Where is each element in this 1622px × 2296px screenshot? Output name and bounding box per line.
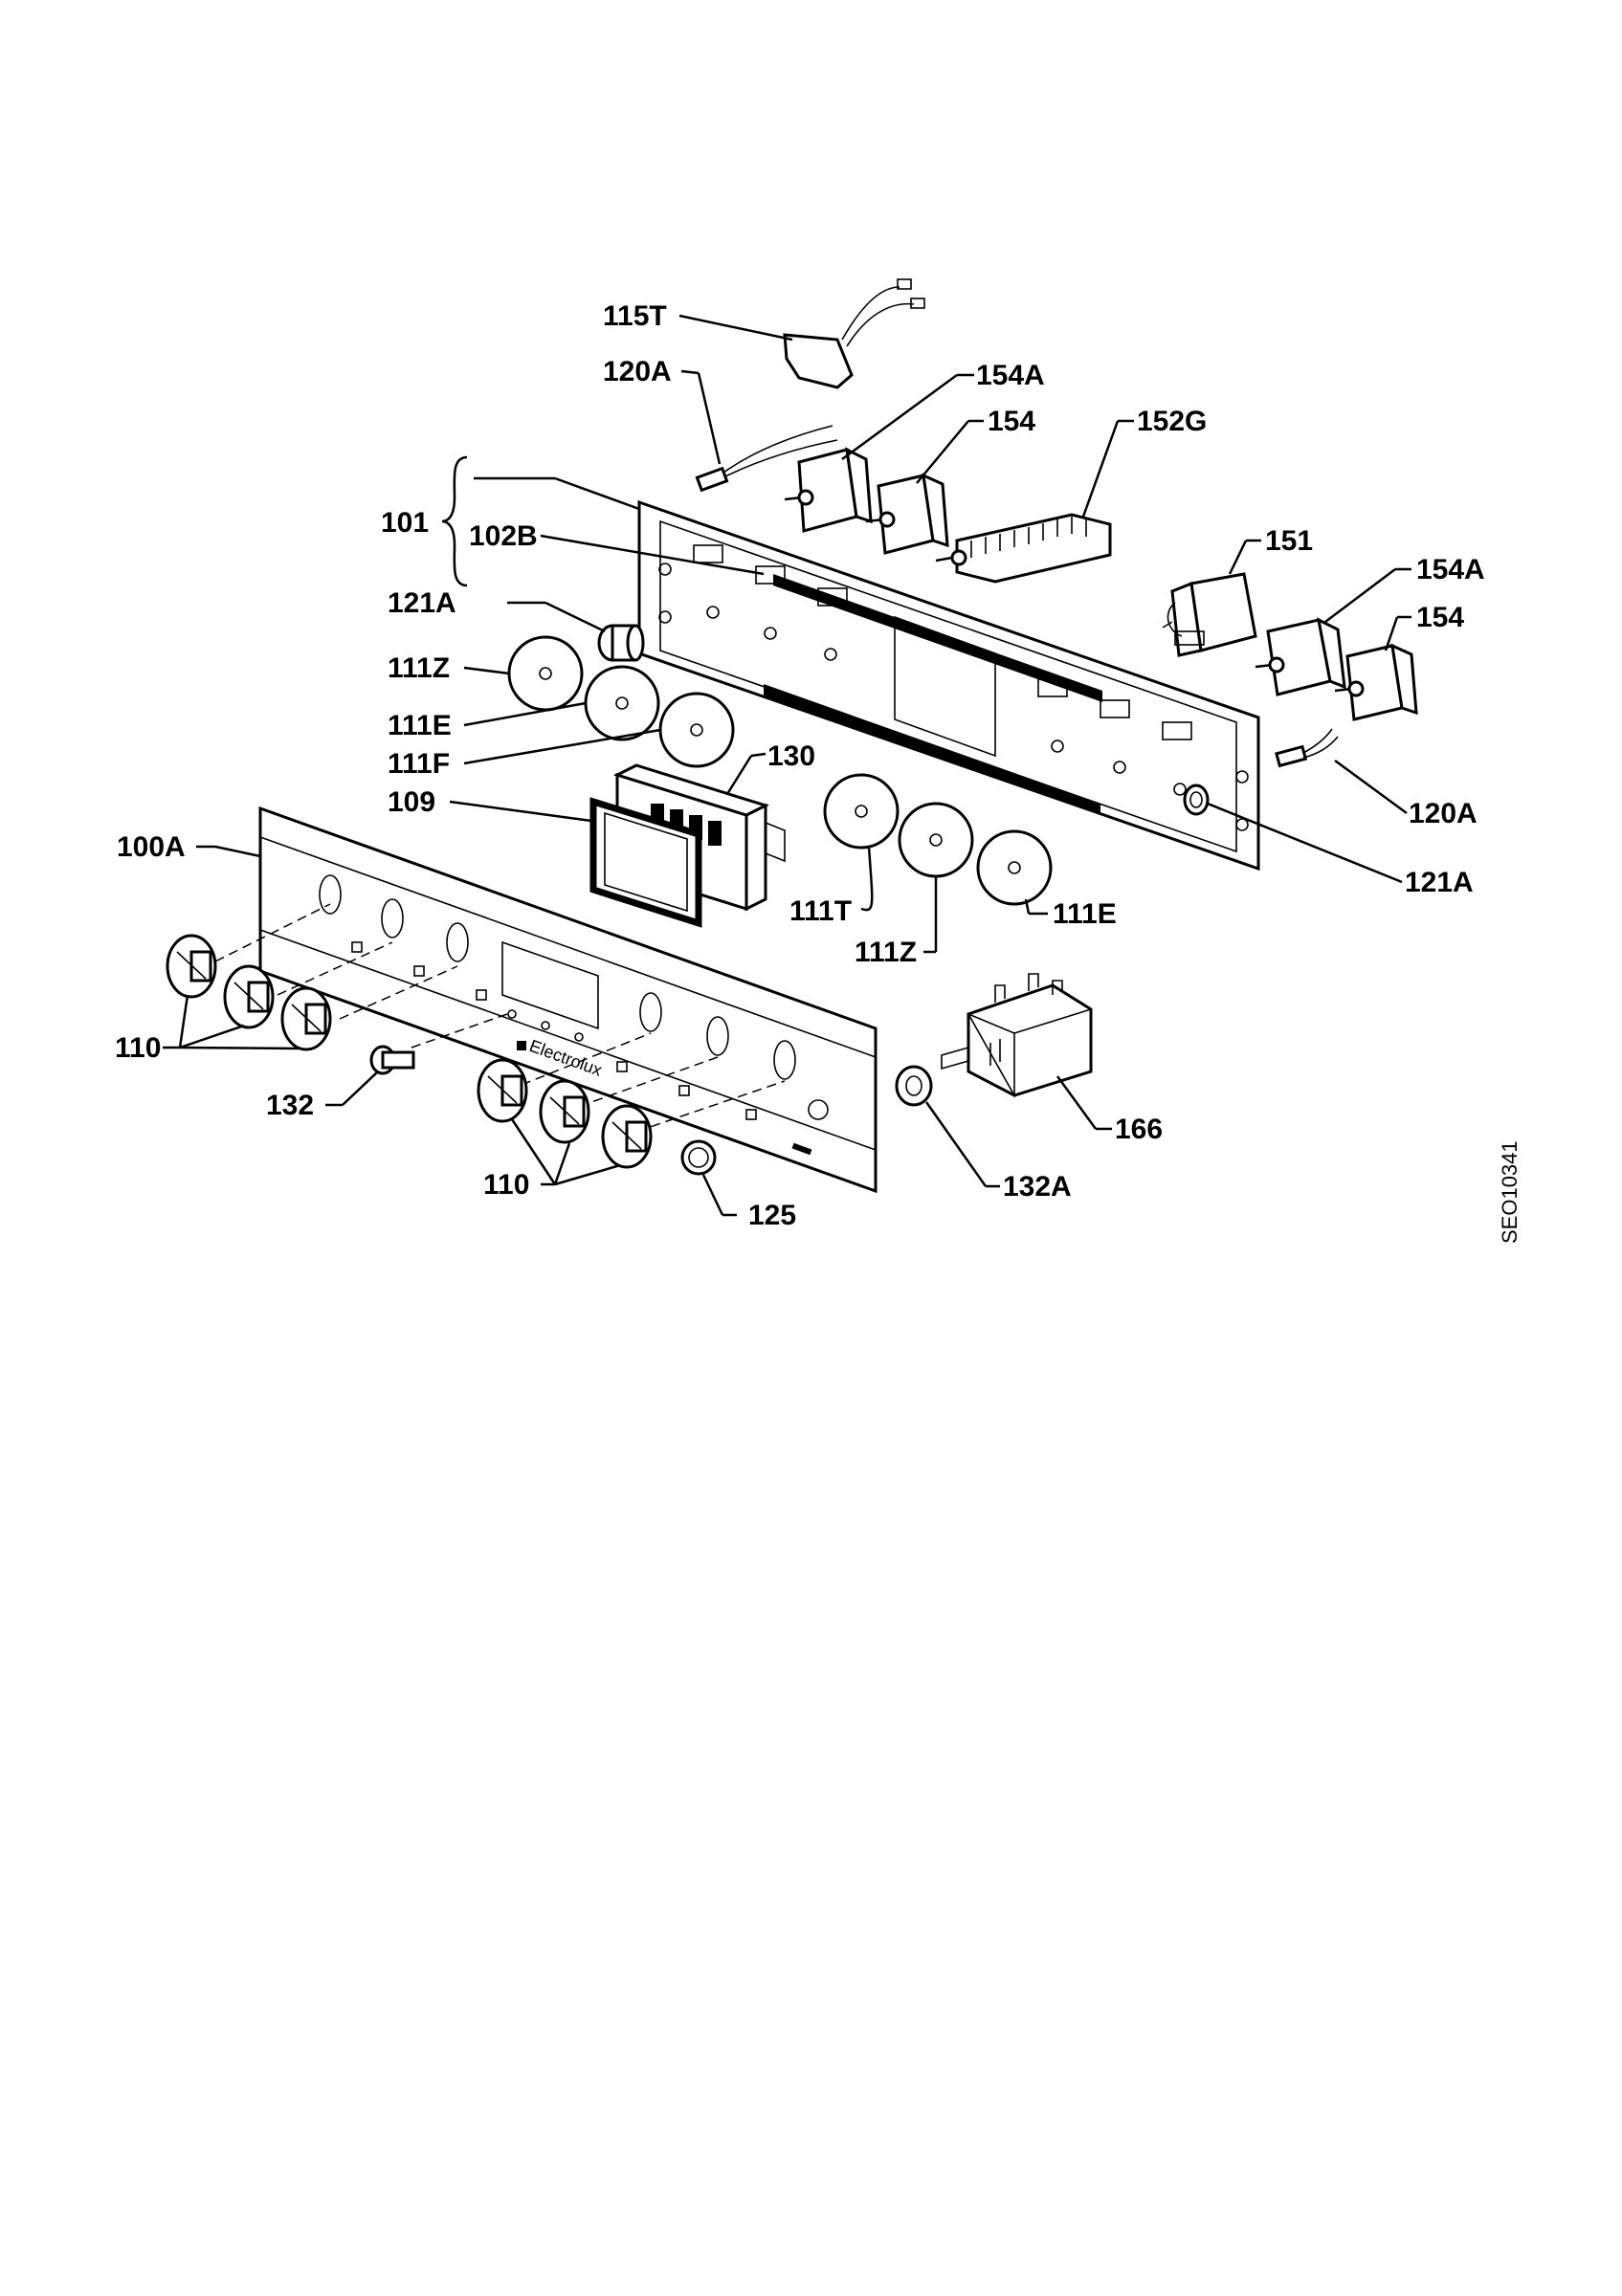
thermostat-154-right <box>1334 643 1418 721</box>
selector-switch-152G <box>935 513 1112 584</box>
disc-111F <box>658 692 735 768</box>
knob-110-bottom-3 <box>601 1104 653 1169</box>
disc-111Z-right <box>898 802 974 878</box>
label-154-right: 154 <box>1416 602 1464 633</box>
label-132: 132 <box>266 1090 314 1121</box>
label-120A-right: 120A <box>1409 798 1478 829</box>
label-101: 101 <box>381 507 429 539</box>
label-110-left: 110 <box>115 1032 161 1064</box>
lamp-holder-121A-left <box>597 624 645 662</box>
label-109: 109 <box>388 786 435 818</box>
lamp-wire-120A-top <box>695 425 838 493</box>
label-125: 125 <box>748 1200 796 1231</box>
knob-110-bottom-1 <box>477 1058 528 1123</box>
switch-115T <box>783 278 925 389</box>
knob-110-left-1 <box>166 934 217 999</box>
thermostat-154-top <box>865 473 949 555</box>
back-frame-101 <box>637 499 1260 872</box>
switch-166 <box>941 973 1093 1099</box>
label-100A: 100A <box>117 831 186 863</box>
label-154A-top: 154A <box>976 360 1045 391</box>
knob-110-bottom-2 <box>539 1079 590 1144</box>
disc-111E-left <box>584 665 660 741</box>
lamp-wire-120A-right <box>1275 728 1339 768</box>
thermostat-154A-right <box>1255 617 1346 696</box>
transformer-151 <box>1162 572 1257 657</box>
push-button-132A <box>895 1065 933 1107</box>
lens-125 <box>680 1139 717 1176</box>
label-111E-left: 111E <box>388 710 452 741</box>
label-121A-left: 121A <box>388 587 456 619</box>
label-166: 166 <box>1115 1114 1163 1145</box>
thermostat-154A-top <box>784 447 873 533</box>
part-labels: 115T 120A 154A 154 152G 101 102B 121A 15… <box>115 300 1485 1231</box>
knob-110-left-2 <box>223 964 275 1029</box>
label-111Z-left: 111Z <box>388 652 450 684</box>
label-110-bottom: 110 <box>483 1169 529 1201</box>
label-102B: 102B <box>469 520 538 552</box>
label-111F: 111F <box>388 748 450 780</box>
label-132A: 132A <box>1003 1171 1072 1203</box>
lamp-holder-121A-right <box>1183 784 1210 816</box>
gasket-109 <box>589 797 702 928</box>
document-code: SEO10341 <box>1498 1140 1522 1244</box>
leader-lines <box>163 314 1411 1217</box>
label-151: 151 <box>1265 525 1313 557</box>
label-111E-right: 111E <box>1053 898 1117 930</box>
label-111T: 111T <box>789 895 852 927</box>
label-121A-right: 121A <box>1405 867 1474 898</box>
label-120A-top: 120A <box>603 356 672 387</box>
label-115T: 115T <box>603 300 667 332</box>
disc-111Z-left <box>507 635 584 712</box>
disc-111T <box>823 773 900 850</box>
label-154A-right: 154A <box>1416 554 1485 585</box>
push-button-132 <box>369 1045 415 1075</box>
label-111Z-right: 111Z <box>855 937 917 968</box>
knob-110-left-3 <box>280 986 332 1051</box>
disc-111E-right <box>976 829 1053 906</box>
label-152G: 152G <box>1137 406 1207 437</box>
label-130: 130 <box>767 740 815 772</box>
label-154-top: 154 <box>988 406 1035 437</box>
